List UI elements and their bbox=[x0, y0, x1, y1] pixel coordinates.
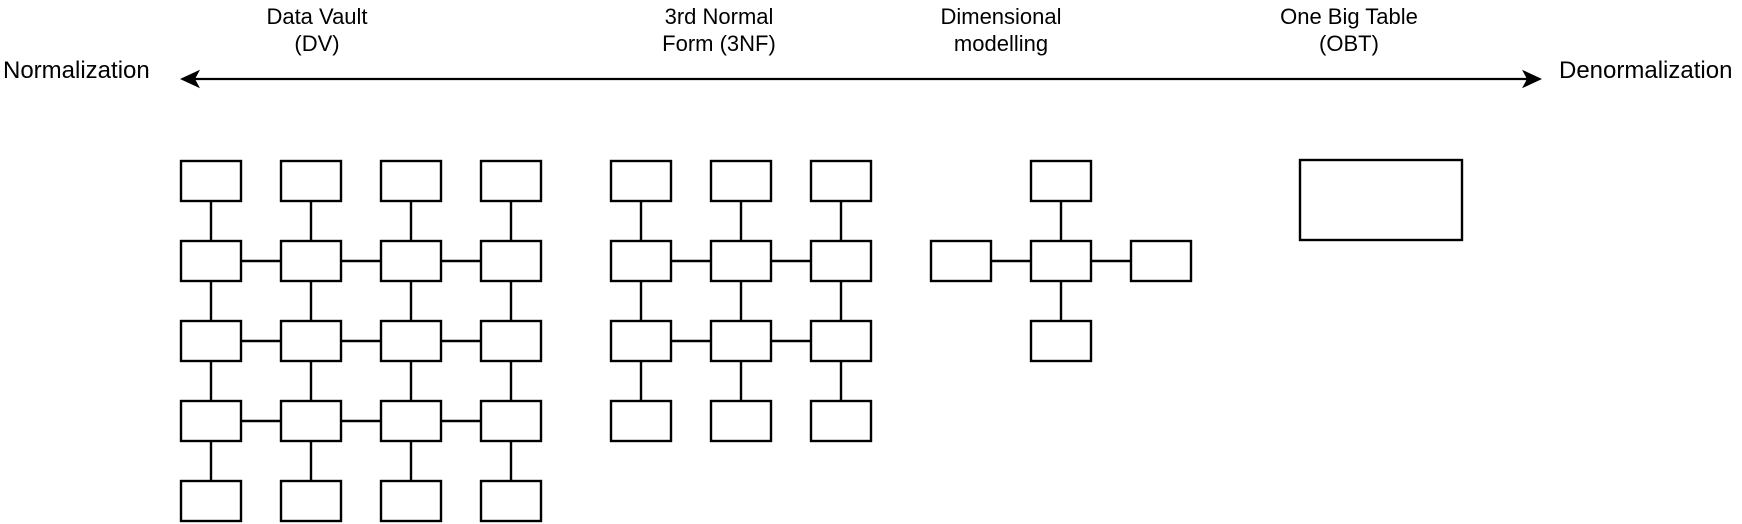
entity-box bbox=[279, 319, 343, 363]
entity-box bbox=[279, 159, 343, 203]
one-big-table-label-line1: One Big Table bbox=[1280, 4, 1418, 29]
dimensional-modelling-label: Dimensional modelling bbox=[940, 3, 1061, 57]
arrowhead-left-icon bbox=[180, 69, 200, 89]
entity-box bbox=[379, 319, 443, 363]
third-normal-form-label-line1: 3rd Normal bbox=[664, 4, 774, 29]
dimension-table-box bbox=[1129, 239, 1193, 283]
entity-box bbox=[709, 319, 773, 363]
entity-box bbox=[809, 159, 873, 203]
entity-box bbox=[379, 479, 443, 523]
entity-box bbox=[479, 159, 543, 203]
entity-box bbox=[609, 399, 673, 443]
entity-box bbox=[709, 399, 773, 443]
entity-box bbox=[609, 319, 673, 363]
normalization-axis-label: Normalization bbox=[3, 57, 150, 84]
entity-box bbox=[379, 399, 443, 443]
entity-box bbox=[609, 159, 673, 203]
fact-table-box bbox=[1029, 239, 1093, 283]
entity-box bbox=[279, 479, 343, 523]
dimension-table-box bbox=[1029, 159, 1093, 203]
entity-box bbox=[179, 479, 243, 523]
entity-box bbox=[709, 159, 773, 203]
entity-box bbox=[179, 319, 243, 363]
data-vault-label: Data Vault (DV) bbox=[266, 3, 367, 57]
entity-box bbox=[479, 479, 543, 523]
dimension-table-box bbox=[1029, 319, 1093, 363]
entity-box bbox=[479, 319, 543, 363]
entity-box bbox=[379, 239, 443, 283]
third-normal-form-label-line2: Form (3NF) bbox=[662, 31, 776, 56]
entity-box bbox=[609, 239, 673, 283]
dimension-table-box bbox=[929, 239, 993, 283]
third-normal-form-label: 3rd Normal Form (3NF) bbox=[662, 3, 776, 57]
entity-box bbox=[709, 239, 773, 283]
entity-box bbox=[479, 399, 543, 443]
entity-box bbox=[279, 399, 343, 443]
one-big-table-label-line2: (OBT) bbox=[1319, 31, 1379, 56]
dimensional-modelling-label-line1: Dimensional bbox=[940, 4, 1062, 29]
arrowhead-right-icon bbox=[1522, 69, 1542, 89]
entity-box bbox=[809, 399, 873, 443]
entity-box bbox=[179, 159, 243, 203]
denormalization-axis-label: Denormalization bbox=[1559, 57, 1733, 84]
entity-box bbox=[279, 239, 343, 283]
data-vault-label-line1: Data Vault bbox=[266, 4, 368, 29]
entity-box bbox=[179, 239, 243, 283]
dimensional-modelling-label-line2: modelling bbox=[953, 31, 1049, 56]
one-big-table-label: One Big Table (OBT) bbox=[1280, 3, 1418, 57]
entity-box bbox=[809, 239, 873, 283]
entity-box bbox=[379, 159, 443, 203]
one-big-table-box bbox=[1298, 158, 1464, 242]
data-vault-label-line2: (DV) bbox=[294, 31, 340, 56]
entity-box bbox=[809, 319, 873, 363]
entity-box bbox=[479, 239, 543, 283]
entity-box bbox=[179, 399, 243, 443]
